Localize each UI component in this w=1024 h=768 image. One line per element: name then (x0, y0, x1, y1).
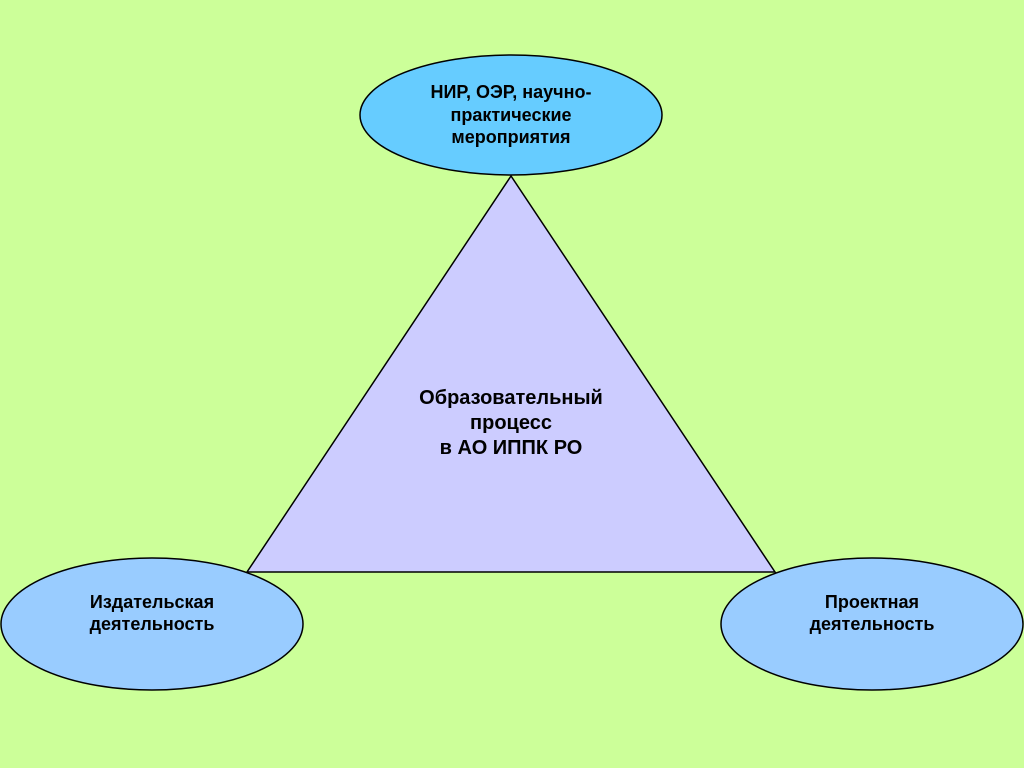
right-node-line-2: деятельность (809, 614, 935, 634)
right-node-label: Проектная деятельность (750, 582, 994, 644)
center-line-2: процесс (470, 411, 552, 434)
center-line-3: в АО ИППК РО (439, 436, 583, 459)
right-node-line-1: Проектная (824, 591, 920, 612)
top-node-line-2: практические (450, 104, 572, 125)
left-node-line-2: деятельность (89, 614, 215, 634)
top-node-line-3: мероприятия (451, 127, 571, 148)
left-node-line-1: Издательская (89, 591, 215, 612)
left-oval (0, 557, 304, 691)
triangle-shape (245, 174, 777, 573)
center-label: Образовательный процесс в АО ИППК РО (360, 368, 662, 478)
left-node-label: Издательская деятельность (30, 582, 274, 644)
top-node-label: НИР, ОЭР, научно- практические мероприят… (380, 62, 642, 168)
top-oval (359, 54, 663, 176)
right-oval (720, 557, 1024, 691)
center-line-1: Образовательный (419, 386, 603, 409)
top-node-line-1: НИР, ОЭР, научно- (430, 82, 592, 103)
